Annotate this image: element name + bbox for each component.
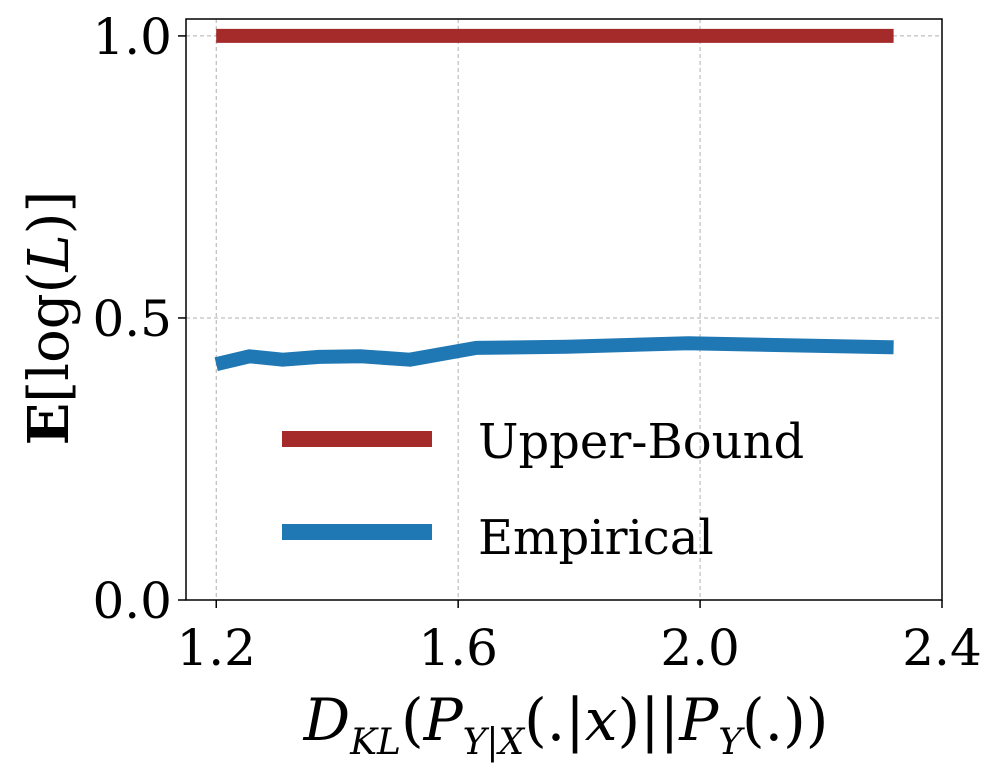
- legend-label-empirical: Empirical: [478, 510, 714, 566]
- x-tick-label: 1.6: [418, 619, 498, 677]
- y-tick-label: 1.0: [92, 8, 172, 66]
- series-line-empirical: [214, 336, 894, 372]
- legend: Upper-Bound Empirical: [282, 414, 804, 566]
- plot-area-frame: [185, 18, 943, 601]
- y-tick-label: 0.5: [92, 290, 172, 348]
- axis-ticks: 1.2 1.6 2.0 2.4 0.0 0.5 1.0: [92, 8, 981, 677]
- x-tick-label: 2.0: [660, 619, 740, 677]
- x-tick-label: 1.2: [176, 619, 256, 677]
- legend-label-upper-bound: Upper-Bound: [478, 414, 804, 470]
- y-tick-label: 0.0: [92, 572, 172, 630]
- y-axis-label: E[log(L)]: [16, 191, 82, 446]
- x-tick-label: 2.4: [902, 619, 982, 677]
- series-lines: [214, 28, 894, 372]
- x-axis-label: DKL(PY|X(.|x)||PY(.)): [303, 686, 829, 763]
